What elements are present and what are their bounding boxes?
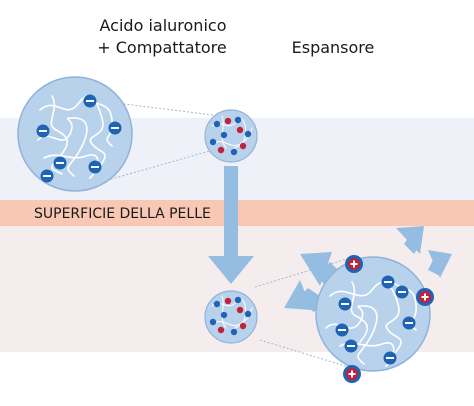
left-title-line1: Acido ialuronico xyxy=(100,16,227,35)
expanded-sphere xyxy=(315,255,434,383)
minus-charge-icon xyxy=(36,94,122,183)
zoom-guide-lines xyxy=(51,94,353,369)
plus-charge-icon xyxy=(343,255,434,383)
minus-charge-icon xyxy=(335,275,416,365)
compact-sphere-bottom xyxy=(204,290,258,344)
skin-surface-label: SUPERFICIE DELLA PELLE xyxy=(34,206,211,222)
downward-arrow-icon xyxy=(208,166,254,284)
zoomed-hyaluronic-sphere xyxy=(17,76,133,192)
compact-sphere-top xyxy=(204,109,258,163)
left-title-line2: + Compattatore xyxy=(97,38,226,57)
right-title: Espansore xyxy=(292,38,375,57)
